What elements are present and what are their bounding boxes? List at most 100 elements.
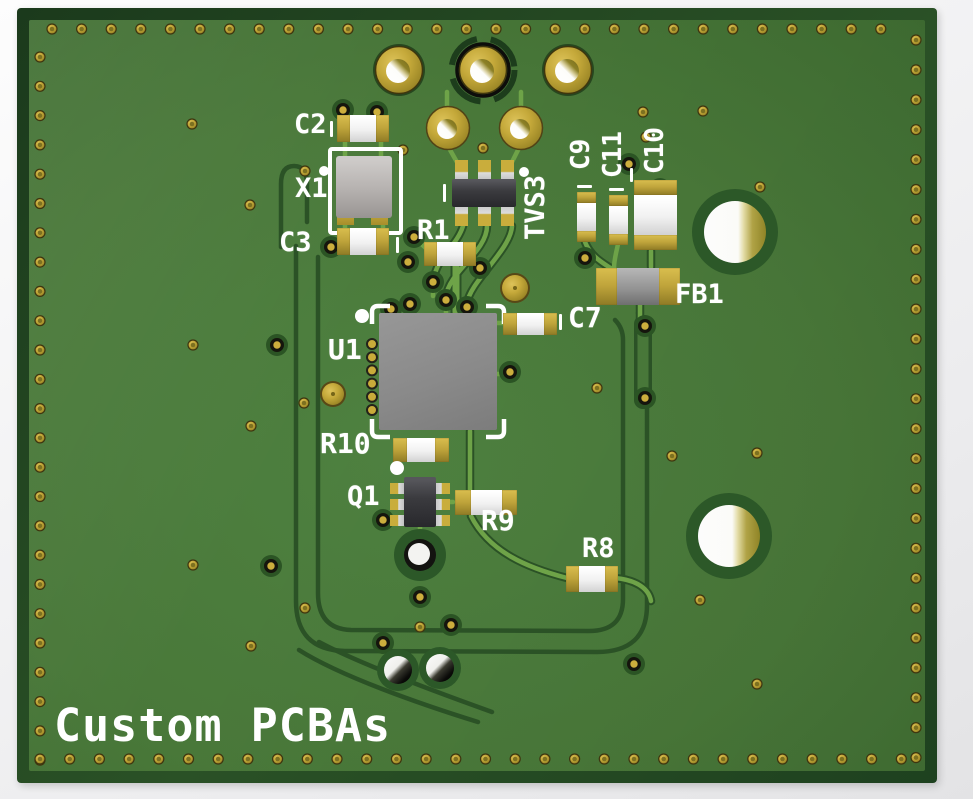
- pad: [393, 438, 407, 462]
- trace-outline: [315, 254, 626, 634]
- pad: [455, 204, 468, 226]
- trace: [582, 239, 615, 272]
- pad: [478, 160, 491, 182]
- pad: [609, 234, 628, 245]
- component-c10: [634, 180, 677, 250]
- pin1-dot: [390, 461, 404, 475]
- u1-corner-bracket: [369, 303, 390, 324]
- polarity-tick: [559, 314, 562, 330]
- polarity-tick: [443, 184, 446, 202]
- label-x1: X1: [295, 173, 328, 204]
- pad: [435, 483, 450, 494]
- pad: [501, 160, 514, 182]
- label-r9: R9: [481, 504, 515, 537]
- trace-outline: [296, 647, 481, 725]
- body: [404, 477, 436, 527]
- pad: [390, 483, 405, 494]
- trace: [612, 575, 654, 604]
- pad: [501, 204, 514, 226]
- polarity-tick: [577, 185, 592, 188]
- label-c9: C9: [566, 138, 596, 170]
- u1-corner-bracket: [369, 419, 390, 440]
- pad: [435, 515, 450, 526]
- body: [350, 228, 376, 255]
- pin1-dot: [519, 167, 529, 177]
- component-u1: [379, 313, 497, 430]
- pad: [435, 499, 450, 510]
- pad: [501, 490, 517, 515]
- pad: [634, 180, 677, 196]
- u1-pin: [366, 338, 378, 350]
- u1-corner-bracket: [486, 419, 507, 440]
- component-x1: [336, 156, 392, 225]
- pad: [424, 242, 437, 266]
- component-c2: [337, 115, 389, 142]
- label-r1: R1: [417, 215, 450, 246]
- body: [579, 566, 605, 592]
- pad: [455, 160, 468, 182]
- body: [407, 438, 435, 462]
- label-u1: U1: [328, 333, 362, 366]
- label-r8: R8: [582, 533, 615, 564]
- u1-corner-bracket: [486, 303, 507, 324]
- trace: [611, 241, 621, 271]
- u1-pin: [366, 390, 378, 403]
- trace-outline: [278, 163, 310, 250]
- pad: [577, 231, 596, 242]
- polarity-tick: [330, 121, 333, 137]
- body: [577, 203, 596, 231]
- pad: [609, 195, 628, 206]
- component-r8: [566, 566, 618, 592]
- pad: [390, 499, 405, 510]
- body: [437, 242, 463, 266]
- component-q1: [390, 477, 450, 527]
- pad: [503, 313, 517, 335]
- pad: [659, 268, 680, 305]
- body: [516, 313, 544, 335]
- pin1-dot: [355, 309, 369, 323]
- label-c2: C2: [294, 109, 327, 140]
- component-c7: [503, 313, 557, 335]
- board-title-silkscreen: Custom PCBAs: [54, 699, 392, 752]
- component-r10: [393, 438, 449, 462]
- label-fb1: FB1: [675, 279, 724, 310]
- pad: [463, 242, 476, 266]
- body: [634, 195, 677, 235]
- pad: [337, 228, 350, 255]
- pad: [390, 515, 405, 526]
- polarity-tick: [609, 188, 624, 191]
- pad: [376, 115, 389, 142]
- pad: [478, 204, 491, 226]
- pad: [566, 566, 579, 592]
- body: [470, 490, 502, 515]
- component-fb1: [596, 268, 680, 305]
- u1-pin: [366, 404, 378, 416]
- body: [336, 156, 392, 218]
- trace: [468, 513, 570, 581]
- component-r1: [424, 242, 476, 266]
- pad: [455, 490, 471, 515]
- pad: [634, 234, 677, 250]
- label-c3: C3: [279, 227, 312, 258]
- component-c9: [577, 192, 596, 242]
- polarity-tick: [630, 168, 633, 182]
- label-r10: R10: [320, 427, 371, 460]
- label-q1: Q1: [347, 481, 380, 512]
- pad: [337, 115, 350, 142]
- body: [350, 115, 376, 142]
- pad: [605, 566, 618, 592]
- u1-pin: [366, 364, 378, 377]
- pad: [543, 313, 557, 335]
- body: [609, 206, 628, 234]
- body: [617, 268, 659, 305]
- pad: [577, 192, 596, 203]
- label-c11: C11: [598, 131, 628, 178]
- pad: [435, 438, 449, 462]
- body: [452, 179, 516, 207]
- component-c3: [337, 228, 389, 255]
- component-r9: [455, 490, 517, 515]
- pin1-dot: [319, 166, 329, 176]
